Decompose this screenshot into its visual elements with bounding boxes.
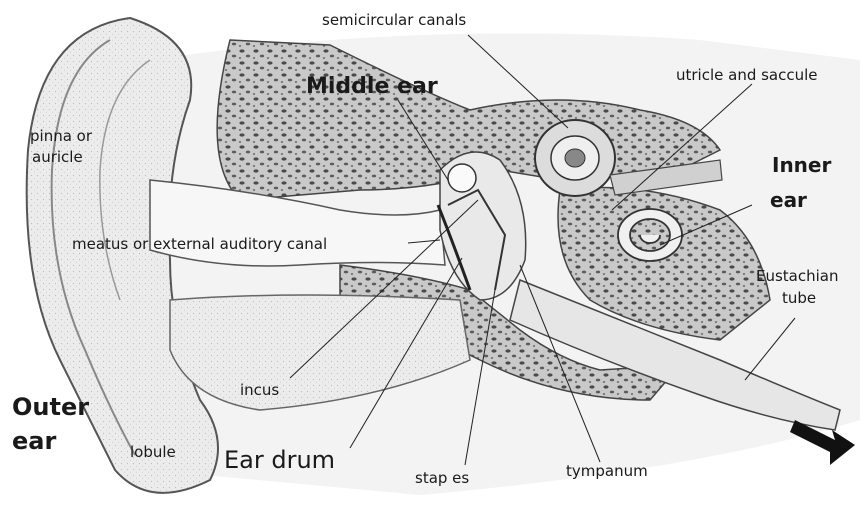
label-incus: incus [240, 382, 279, 399]
label-inner-ear-line1: Inner [772, 154, 831, 177]
label-utricle-saccule: utricle and saccule [676, 67, 818, 84]
cochlea [618, 209, 682, 261]
label-middle-ear: Middle ear [306, 74, 438, 99]
label-pinna-line2: auricle [32, 149, 83, 166]
label-inner-ear-line2: ear [770, 189, 807, 212]
label-outer-ear-line2: ear [12, 428, 56, 456]
malleus-head [448, 164, 476, 192]
label-tympanum: tympanum [566, 463, 648, 480]
label-pinna-line1: pinna or [30, 128, 92, 145]
label-semicircular-canals: semicircular canals [322, 12, 466, 29]
label-stapes: stap es [415, 470, 469, 487]
semicircular-canal-core [565, 149, 585, 167]
label-meatus: meatus or external auditory canal [72, 236, 327, 253]
label-outer-ear-line1: Outer [12, 394, 89, 422]
label-eustachian-line1: Eustachian [756, 268, 839, 285]
label-eustachian-line2: tube [782, 290, 816, 307]
label-ear-drum: Ear drum [224, 447, 335, 475]
label-lobule: lobule [130, 444, 176, 461]
